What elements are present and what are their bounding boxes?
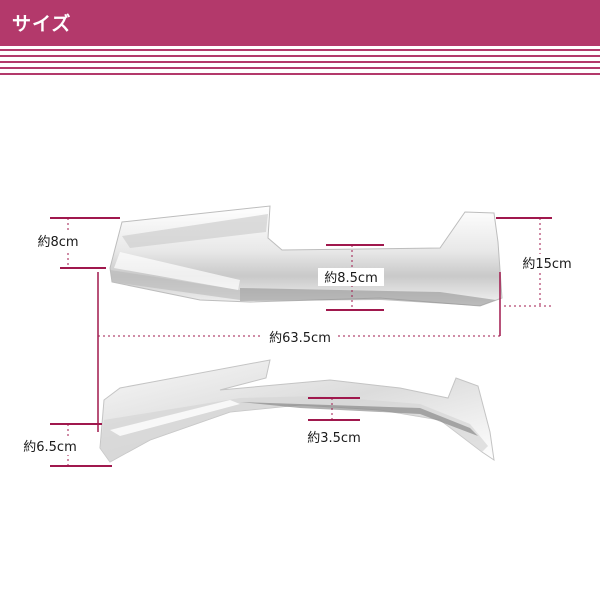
dimension-overall-width: 約63.5cm [97,272,501,432]
upper-part-image [109,205,503,307]
header-bar: サイズ [0,0,600,46]
dimension-top-center: 約8.5cm [318,244,384,311]
lower-part-image [99,359,495,463]
dimension-label-bottom-left: 約6.5cm [23,440,77,455]
header-stripe-4 [0,67,600,69]
dimension-label-top-center: 約8.5cm [324,271,378,286]
dimension-top-left: 約8cm [30,217,120,269]
dimension-label-overall-width: 約63.5cm [269,331,331,346]
dimension-right: 約15cm [496,217,578,307]
header-stripe-5 [0,73,600,75]
header-stripe-3 [0,61,600,63]
dimension-label-top-left: 約8cm [37,235,78,250]
dimension-label-right: 約15cm [522,257,571,272]
dimension-bottom-center: 約3.5cm [307,397,361,446]
header-stripe-1 [0,49,600,51]
dimension-label-bottom-center: 約3.5cm [307,431,361,446]
header-stripe-2 [0,55,600,57]
page-title: サイズ [12,13,72,35]
dimension-bottom-left: 約6.5cm [18,423,112,467]
